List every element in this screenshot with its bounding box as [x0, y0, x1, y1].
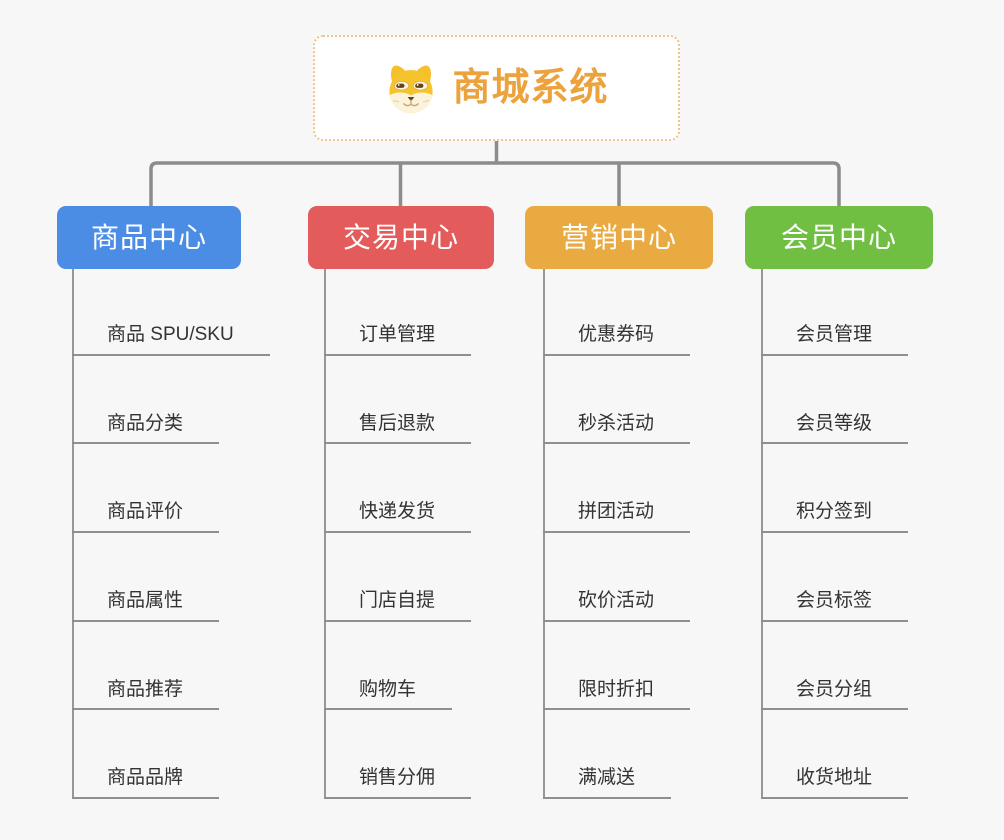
subtopic[interactable]: 商品评价 — [72, 500, 220, 534]
branch-topic-trade-center[interactable]: 交易中心 — [308, 206, 494, 269]
subtopic[interactable]: 门店自提 — [324, 589, 472, 622]
root-topic[interactable]: 商城系统 — [313, 35, 680, 141]
subtopic[interactable]: 商品分类 — [72, 412, 220, 445]
subtopic[interactable]: 购物车 — [324, 678, 453, 711]
subtopic[interactable]: 秒杀活动 — [543, 412, 691, 445]
subtopic[interactable]: 商品推荐 — [72, 678, 220, 711]
subtopic[interactable]: 满减送 — [543, 766, 672, 800]
branch-label: 商品中心 — [90, 221, 207, 253]
subtopic[interactable]: 售后退款 — [324, 412, 472, 445]
subtopic[interactable]: 会员管理 — [761, 323, 909, 356]
subtopic-column-marketing: 优惠券码 秒杀活动 拼团活动 砍价活动 限时折扣 满减送 — [543, 267, 691, 800]
subtopic[interactable]: 积分签到 — [761, 500, 909, 534]
subtopic[interactable]: 商品属性 — [72, 589, 220, 622]
branch-label: 营销中心 — [560, 221, 677, 253]
subtopic[interactable]: 限时折扣 — [543, 678, 691, 711]
subtopic[interactable]: 会员分组 — [761, 678, 909, 711]
branch-label: 交易中心 — [342, 221, 459, 253]
subtopic-column-member: 会员管理 会员等级 积分签到 会员标签 会员分组 收货地址 — [761, 267, 909, 800]
subtopic[interactable]: 砍价活动 — [543, 589, 691, 622]
dog-face-icon — [389, 65, 434, 114]
root-topic-title: 商城系统 — [452, 67, 609, 109]
branch-topic-member-center[interactable]: 会员中心 — [745, 206, 933, 269]
subtopic[interactable]: 收货地址 — [761, 766, 909, 800]
branch-topic-marketing-center[interactable]: 营销中心 — [525, 206, 713, 269]
subtopic[interactable]: 订单管理 — [324, 323, 472, 356]
subtopic-column-product: 商品 SPU/SKU 商品分类 商品评价 商品属性 商品推荐 商品品牌 — [72, 267, 270, 800]
subtopic-column-trade: 订单管理 售后退款 快递发货 门店自提 购物车 销售分佣 — [324, 267, 472, 800]
subtopic[interactable]: 优惠券码 — [543, 323, 691, 356]
branch-topic-product-center[interactable]: 商品中心 — [57, 206, 241, 269]
subtopic[interactable]: 会员标签 — [761, 589, 909, 622]
subtopic[interactable]: 商品品牌 — [72, 766, 220, 800]
subtopic[interactable]: 快递发货 — [324, 500, 472, 534]
branch-label: 会员中心 — [780, 221, 897, 253]
subtopic[interactable]: 会员等级 — [761, 412, 909, 445]
subtopic[interactable]: 拼团活动 — [543, 500, 691, 534]
subtopic[interactable]: 销售分佣 — [324, 766, 472, 800]
subtopic[interactable]: 商品 SPU/SKU — [72, 323, 270, 356]
